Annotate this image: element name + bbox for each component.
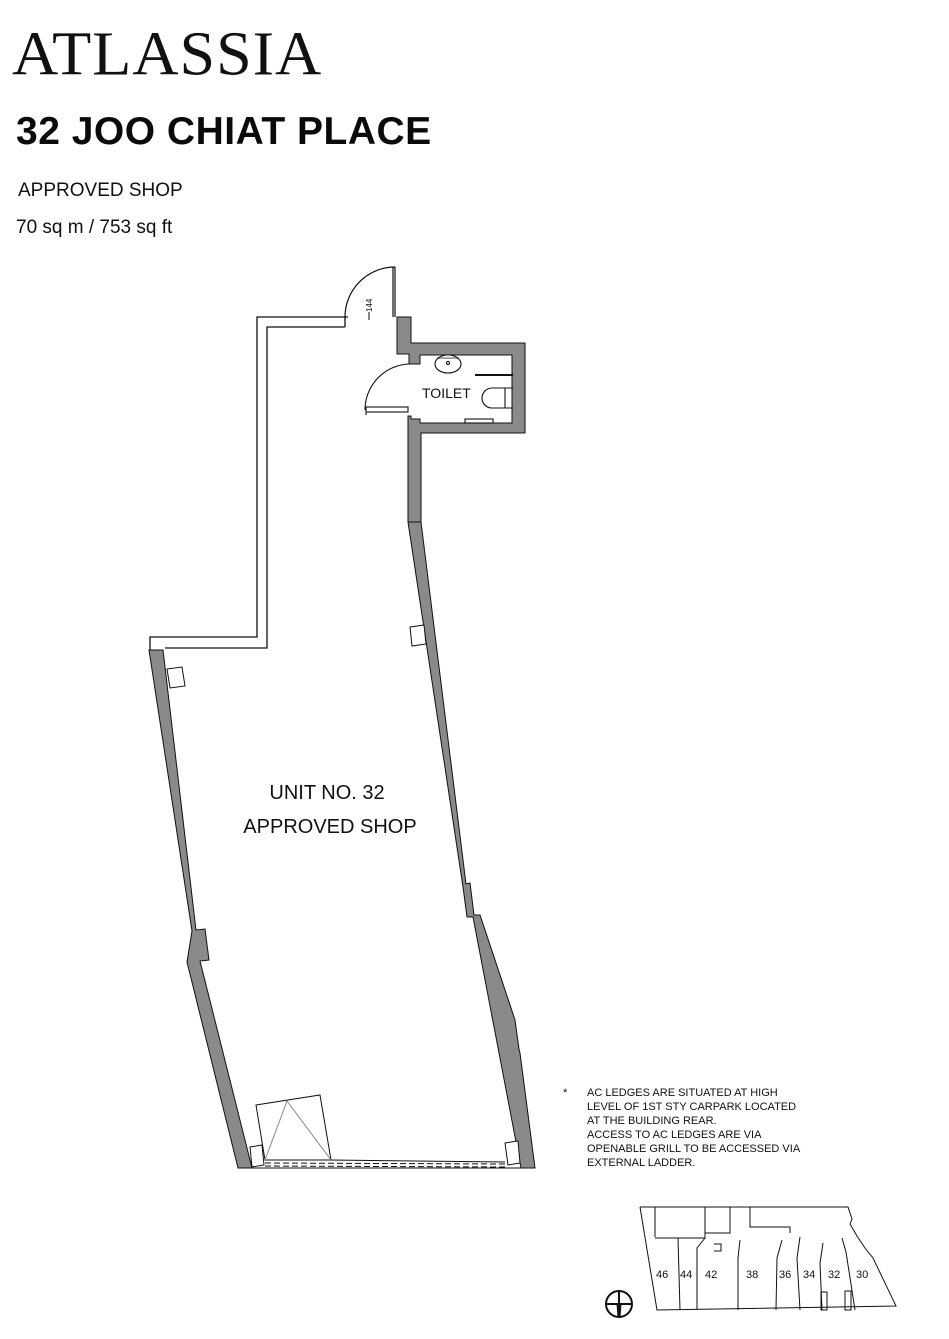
unit-type: APPROVED SHOP	[18, 180, 183, 201]
note-line: AC LEDGES ARE SITUATED AT HIGH	[587, 1087, 778, 1099]
key-unit-34: 34	[803, 1269, 815, 1281]
wc-icon	[481, 387, 513, 409]
key-plan	[639, 1206, 897, 1311]
note-line: EXTERNAL LADDER.	[587, 1157, 696, 1169]
atlassia-logo: ATLASSIA	[12, 18, 323, 89]
note-line: LEVEL OF 1ST STY CARPARK LOCATED	[587, 1101, 797, 1113]
key-unit-46: 46	[656, 1269, 668, 1281]
key-unit-42: 42	[705, 1269, 717, 1281]
ac-ledge-markers	[166, 624, 521, 1168]
basin-icon	[434, 354, 462, 374]
note-line: AT THE BUILDING REAR.	[587, 1115, 717, 1127]
shop-front-shutter	[252, 1094, 521, 1169]
main-walls	[148, 521, 536, 1169]
toilet-walls	[396, 316, 526, 523]
toilet-label: TOILET	[422, 385, 471, 401]
note-line: OPENABLE GRILL TO BE ACCESSED VIA	[587, 1143, 801, 1155]
toilet-fixtures	[364, 354, 513, 424]
unit-number-label: UNIT NO. 32	[269, 782, 384, 804]
boundary-thin-walls	[149, 316, 401, 650]
key-unit-36: 36	[779, 1269, 791, 1281]
ac-ledge-note: * AC LEDGES ARE SITUATED AT HIGH LEVEL O…	[563, 1086, 800, 1170]
note-marker: *	[563, 1087, 568, 1099]
key-plan-unit-labels: 46 44 42 38 36 34 32 30	[656, 1269, 868, 1281]
key-unit-38: 38	[746, 1269, 758, 1281]
page-title: 32 JOO CHIAT PLACE	[16, 110, 432, 153]
entrance-door	[344, 266, 396, 318]
key-unit-30: 30	[856, 1269, 868, 1281]
unit-area: 70 sq m / 753 sq ft	[16, 217, 173, 238]
svg-text:144: 144	[365, 298, 374, 312]
door-dimension: 144	[365, 298, 374, 320]
key-unit-32: 32	[828, 1269, 840, 1281]
unit-type-label: APPROVED SHOP	[243, 816, 416, 838]
key-unit-44: 44	[680, 1269, 692, 1281]
note-line: ACCESS TO AC LEDGES ARE VIA	[587, 1129, 762, 1141]
north-compass-icon	[605, 1290, 633, 1318]
